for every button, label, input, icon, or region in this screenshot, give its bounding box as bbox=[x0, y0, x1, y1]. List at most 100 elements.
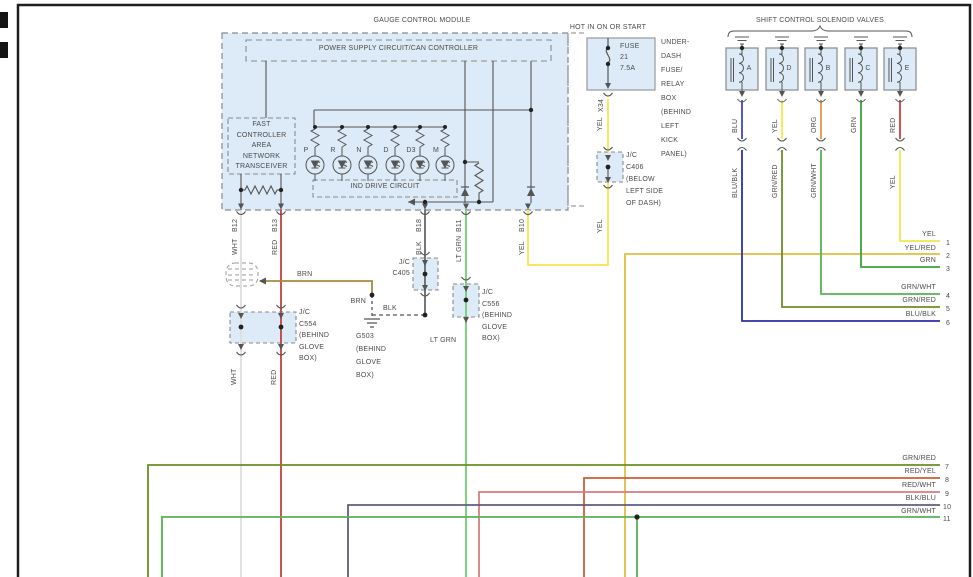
circuit-10-num: 10 bbox=[943, 504, 952, 511]
valve-label-d: D bbox=[786, 65, 792, 72]
shield-symbol bbox=[225, 262, 259, 287]
red-label-lower: RED bbox=[271, 369, 278, 385]
solenoid-e bbox=[883, 36, 917, 103]
jc-c406-label: J/C C406 (BELOW LEFT SIDE OF DASH) bbox=[626, 152, 664, 207]
jc-c405-sym bbox=[420, 251, 430, 297]
blk-label: BLK bbox=[383, 305, 397, 312]
solenoid-a bbox=[725, 36, 759, 103]
ind-drive-label: IND DRIVE CIRCUIT bbox=[350, 183, 420, 190]
lt-grn-label-h: LT GRN bbox=[430, 337, 457, 344]
gauge-module-title: GAUGE CONTROL MODULE bbox=[373, 17, 471, 24]
connector-symbols bbox=[236, 146, 613, 356]
valve-label-c: C bbox=[865, 65, 871, 72]
circuit-9-label: RED/WHT bbox=[901, 482, 936, 489]
pin-b13 bbox=[276, 203, 286, 216]
jc-c554-label: J/C C554 (BEHIND GLOVE BOX) bbox=[299, 309, 330, 362]
led-p bbox=[305, 128, 325, 181]
wire-sol-b-grnwht bbox=[820, 150, 940, 295]
wire-label-e-red: RED bbox=[890, 117, 897, 133]
wire-label-blk: BLK bbox=[416, 241, 423, 255]
wire-label-b-grnwht: GRN/WHT bbox=[811, 163, 818, 198]
solenoid-c bbox=[844, 36, 878, 103]
jc-c554-sym bbox=[236, 304, 286, 356]
solenoid-d bbox=[765, 36, 799, 103]
power-supply-label: POWER SUPPLY CIRCUIT/CAN CONTROLLER bbox=[318, 45, 479, 52]
wht-label-lower: WHT bbox=[231, 368, 238, 385]
wire-label-wht: WHT bbox=[232, 238, 239, 255]
pin-label-b11: B11 bbox=[456, 219, 463, 232]
circuit-9-num: 9 bbox=[945, 491, 950, 498]
wire-label-yel-b10: YEL bbox=[519, 241, 526, 255]
junction-boxes bbox=[229, 32, 656, 344]
wire-label-d-grnred: GRN/RED bbox=[772, 164, 779, 198]
wire-yel-b10 bbox=[527, 182, 609, 266]
solenoid-b bbox=[804, 36, 838, 103]
wires bbox=[147, 99, 940, 577]
circuit-6-label: BLU/BLK bbox=[905, 311, 936, 318]
jc-c556-sym bbox=[461, 276, 471, 323]
fuse-label: FUSE 21 7.5A bbox=[620, 43, 640, 72]
circuit-7-num: 7 bbox=[945, 464, 950, 471]
junction-dots bbox=[238, 45, 640, 520]
gear-label-d3: D3 bbox=[406, 147, 416, 154]
circuit-11-label: GRN/WHT bbox=[901, 508, 936, 515]
wire-label-a-blu: BLU bbox=[732, 118, 739, 133]
circuit-3-label: GRN bbox=[919, 257, 936, 264]
wire-blk-blu-10 bbox=[347, 504, 940, 577]
module-diodes bbox=[408, 186, 535, 206]
pin-b11 bbox=[461, 203, 471, 216]
circuit-5-label: GRN/RED bbox=[902, 297, 936, 304]
circuit-2-label: YEL/RED bbox=[904, 245, 936, 252]
ground-g503-symbol bbox=[364, 318, 380, 328]
jc-c556-label: J/C C556 (BEHIND GLOVE BOX) bbox=[482, 289, 513, 342]
valve-label-b: B bbox=[825, 65, 831, 72]
pin-label-b13: B13 bbox=[272, 218, 279, 232]
shift-solenoid-valves bbox=[725, 24, 917, 151]
ground-g503-label: G503 (BEHIND GLOVE BOX) bbox=[356, 333, 387, 379]
wire-label-c-grn: GRN bbox=[851, 116, 858, 133]
module-internals bbox=[240, 61, 532, 210]
led-r bbox=[332, 128, 352, 181]
wire-label-red: RED bbox=[272, 239, 279, 255]
wire-sol-c-grn bbox=[860, 100, 940, 268]
circuit-4-num: 4 bbox=[946, 293, 951, 300]
pin-b12 bbox=[236, 203, 246, 216]
circuit-1-num: 1 bbox=[946, 240, 951, 247]
brn-label-upper: BRN bbox=[297, 271, 313, 278]
wire-label-a-blublk: BLU/BLK bbox=[732, 167, 739, 198]
circuit-4-label: GRN/WHT bbox=[901, 284, 936, 291]
wire-sol-d-grnred bbox=[781, 150, 940, 308]
circuit-8-label: RED/YEL bbox=[904, 468, 936, 475]
wire-yel-red bbox=[624, 253, 940, 577]
fuse-symbol bbox=[603, 38, 613, 97]
ind-drive-leds bbox=[305, 128, 455, 181]
wire-grn-red-7 bbox=[147, 464, 940, 577]
page-frame bbox=[0, 3, 972, 577]
gear-label-p: P bbox=[303, 147, 309, 154]
circuit-3-num: 3 bbox=[946, 266, 951, 273]
wire-label-e-yel: YEL bbox=[890, 175, 897, 189]
pin-label-b10: B10 bbox=[519, 218, 526, 232]
circuit-6-num: 6 bbox=[946, 320, 951, 327]
solenoid-title: SHIFT CONTROL SOLENOID VALVES bbox=[755, 17, 885, 24]
connector-label-x34: X34 bbox=[598, 98, 605, 112]
wire-label-yel-upper: YEL bbox=[597, 117, 604, 131]
wire-label-yel-lower: YEL bbox=[597, 219, 604, 233]
circuit-8-num: 8 bbox=[945, 477, 950, 484]
brn-label-lower: BRN bbox=[350, 298, 366, 305]
circuit-2-num: 2 bbox=[946, 253, 951, 260]
wire-label-d-yel: YEL bbox=[772, 119, 779, 133]
gear-label-n: N bbox=[356, 147, 362, 154]
gear-label-r: R bbox=[330, 147, 336, 154]
wire-sol-e-yel bbox=[899, 150, 940, 242]
valve-label-a: A bbox=[746, 65, 752, 72]
jc-c405-label: J/C C405 bbox=[392, 259, 410, 277]
wire-red-wht-9 bbox=[478, 491, 940, 577]
under-dash-box-label: UNDER- DASH FUSE/ RELAY BOX (BEHIND LEFT… bbox=[661, 39, 692, 158]
pin-label-b12: B12 bbox=[232, 218, 239, 232]
wire-brn bbox=[260, 280, 373, 295]
wire-red-yel-8 bbox=[583, 477, 940, 577]
pin-b18 bbox=[420, 203, 430, 216]
